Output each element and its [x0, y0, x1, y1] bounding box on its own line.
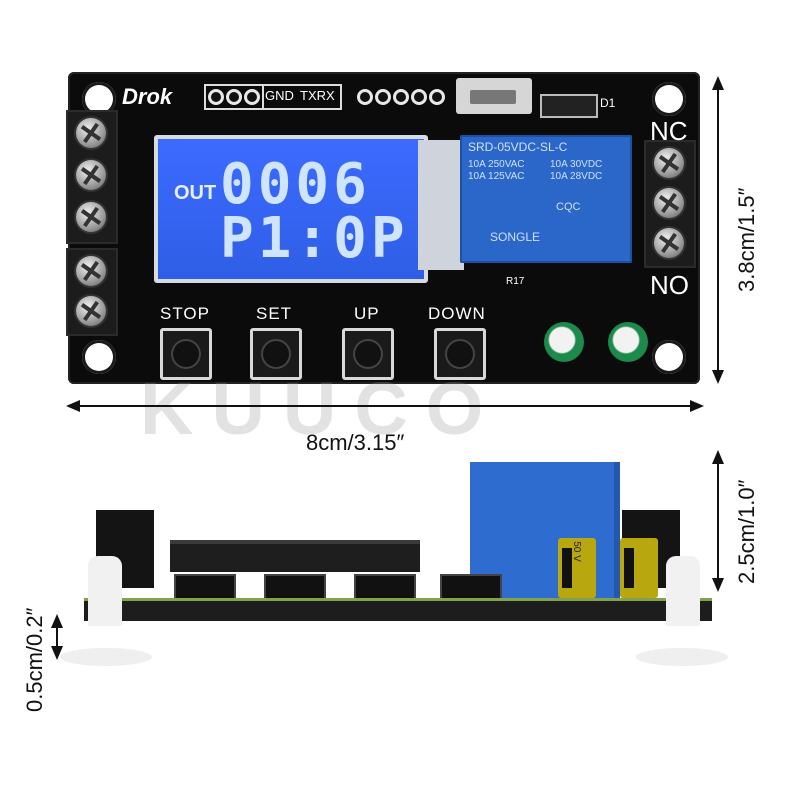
- d1-label: D1: [600, 96, 616, 110]
- arrow-up-icon: [51, 614, 63, 628]
- height-dimension-label: 3.8cm/1.5″: [734, 187, 759, 292]
- up-button[interactable]: [342, 328, 394, 380]
- relay-cert: CQC: [556, 201, 581, 213]
- arrow-right-icon: [690, 400, 704, 412]
- mount-hole: [82, 340, 116, 374]
- header-pins: [204, 84, 264, 110]
- screw-icon: [76, 202, 106, 232]
- lcd-line-1: 0006: [220, 152, 371, 217]
- side-height-dimension-line: [717, 460, 719, 580]
- side-pcb: [84, 598, 712, 621]
- stop-button[interactable]: [160, 328, 212, 380]
- arrow-left-icon: [66, 400, 80, 412]
- standoff-dimension-label: 0.5cm/0.2″: [22, 607, 47, 712]
- width-dimension-label: 8cm/3.15″: [306, 430, 405, 455]
- relay-brand: SONGLE: [490, 230, 541, 244]
- capacitor-label: 50 V: [570, 541, 582, 562]
- lcd-connector: [418, 140, 464, 270]
- standoff-foot: [60, 648, 152, 666]
- arrow-down-icon: [51, 646, 63, 660]
- lcd-display: [154, 135, 428, 283]
- mount-hole: [652, 82, 686, 116]
- set-label: SET: [256, 304, 293, 323]
- relay-model: SRD-05VDC-SL-C: [468, 140, 568, 154]
- relay-rating: 10A 30VDC: [550, 159, 603, 170]
- set-button[interactable]: [250, 328, 302, 380]
- capacitor-top: [544, 322, 584, 362]
- standoff-dimension-line: [56, 626, 58, 648]
- watermark-text: KUUCO: [140, 367, 502, 450]
- diode-d1: [540, 94, 598, 118]
- down-label: DOWN: [428, 304, 486, 323]
- arrow-up-icon: [712, 76, 724, 90]
- usb-socket: [470, 90, 516, 104]
- relay-rating: 10A 28VDC: [550, 171, 603, 182]
- height-dimension-line: [717, 86, 719, 372]
- lcd-line-2: P1:0P: [220, 206, 409, 271]
- relay: SRD-05VDC-SL-C 10A 250VAC 10A 125VAC 10A…: [460, 135, 632, 263]
- arrow-down-icon: [712, 370, 724, 384]
- arrow-down-icon: [712, 578, 724, 592]
- txrx-label: TXRX: [300, 88, 335, 103]
- screw-icon: [654, 188, 684, 218]
- relay-rating: 10A 125VAC: [468, 171, 525, 182]
- side-capacitor: [558, 538, 596, 598]
- width-dimension-line: [76, 405, 692, 407]
- screw-icon: [654, 148, 684, 178]
- nc-label: NC: [650, 116, 688, 146]
- side-lcd: [170, 540, 420, 572]
- arrow-up-icon: [712, 450, 724, 464]
- gnd-label: GND: [265, 88, 294, 103]
- lcd-out-label: OUT: [174, 182, 217, 204]
- screw-icon: [76, 296, 106, 326]
- capacitor-top: [608, 322, 648, 362]
- relay-rating: 10A 250VAC: [468, 159, 525, 170]
- no-label: NO: [650, 270, 689, 300]
- up-label: UP: [354, 304, 380, 323]
- standoff-right: [666, 556, 700, 626]
- screw-icon: [654, 228, 684, 258]
- brand-logo: Drok: [122, 84, 173, 109]
- screw-icon: [76, 256, 106, 286]
- standoff-foot: [636, 648, 728, 666]
- down-button[interactable]: [434, 328, 486, 380]
- r17-label: R17: [506, 276, 525, 287]
- stop-label: STOP: [160, 304, 210, 323]
- standoff-left: [88, 556, 122, 626]
- side-height-dimension-label: 2.5cm/1.0″: [734, 479, 759, 584]
- mount-hole: [652, 340, 686, 374]
- screw-icon: [76, 160, 106, 190]
- side-capacitor: [620, 538, 658, 598]
- screw-icon: [76, 118, 106, 148]
